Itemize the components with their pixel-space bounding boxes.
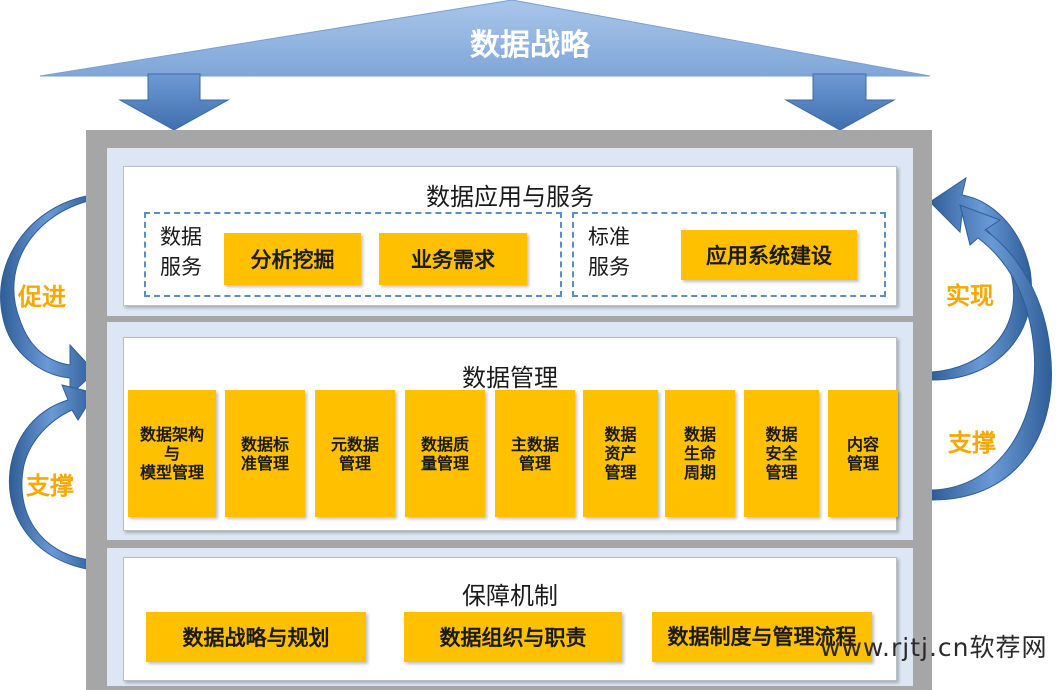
mgmt-item-box: 内容 管理	[828, 390, 898, 517]
right-curve-arrow-lower	[931, 204, 1052, 501]
apps-title: 数据应用与服务	[426, 183, 594, 211]
policy-process-box: 数据制度与管理流程	[652, 612, 872, 662]
app-system-label: 应用系统建设	[706, 244, 832, 268]
mgmt-item-box: 数据 安全 管理	[744, 390, 819, 517]
diagram-title: 数据战略	[470, 28, 590, 63]
mgmt-item-label: 数据架构 与 模型管理	[139, 425, 204, 482]
policy-process-label: 数据制度与管理流程	[667, 625, 857, 649]
mgmt-item-box: 数据标 准管理	[225, 390, 305, 517]
data-service-group	[144, 212, 562, 297]
left-curve-arrow-bottom	[8, 384, 96, 571]
mgmt-item-box: 元数据 管理	[315, 390, 395, 517]
mgmt-item-label: 数据标 准管理	[240, 434, 289, 473]
guarantee-title: 保障机制	[462, 582, 558, 610]
standard-service-label: 标准 服务	[588, 225, 630, 279]
mgmt-item-label: 数据 资产 管理	[604, 425, 637, 482]
mgmt-item-label: 数据 安全 管理	[765, 425, 798, 482]
roof-triangle	[39, 0, 931, 77]
right-down-arrow	[784, 73, 896, 131]
mgmt-item-box: 数据 生命 周期	[665, 390, 735, 517]
analysis-mining-box: 分析挖掘	[224, 233, 361, 285]
support-left-label: 支撑	[26, 472, 74, 500]
organization-duty-label: 数据组织与职责	[439, 626, 587, 650]
organization-duty-box: 数据组织与职责	[404, 612, 622, 662]
standard-service-group	[572, 212, 886, 297]
left-down-arrow	[118, 73, 230, 131]
strategy-planning-label: 数据战略与规划	[182, 626, 330, 650]
mgmt-item-box: 主数据 管理	[495, 390, 575, 517]
watermark: www.rjtj.cn软荐网	[820, 633, 1048, 662]
mgmt-item-label: 主数据 管理	[510, 434, 559, 473]
mgmt-title: 数据管理	[462, 364, 558, 392]
promote-label: 促进	[18, 283, 66, 311]
mgmt-item-label: 内容 管理	[846, 434, 879, 473]
business-demand-label: 业务需求	[411, 248, 495, 272]
business-demand-box: 业务需求	[379, 233, 527, 285]
strategy-planning-box: 数据战略与规划	[146, 612, 366, 662]
support-right-label: 支撑	[948, 429, 996, 457]
mgmt-item-label: 数据 生命 周期	[683, 425, 716, 482]
mgmt-item-box: 数据架构 与 模型管理	[128, 390, 216, 517]
mgmt-item-box: 数据质 量管理	[405, 390, 485, 517]
mgmt-item-box: 数据 资产 管理	[583, 390, 658, 517]
mgmt-item-label: 元数据 管理	[330, 434, 379, 473]
data-service-label: 数据 服务	[160, 225, 202, 279]
mgmt-item-label: 数据质 量管理	[420, 434, 469, 473]
right-curve-arrow	[929, 176, 1032, 381]
realize-label: 实现	[946, 282, 994, 310]
app-system-box: 应用系统建设	[681, 230, 857, 280]
analysis-mining-label: 分析挖掘	[250, 248, 335, 272]
